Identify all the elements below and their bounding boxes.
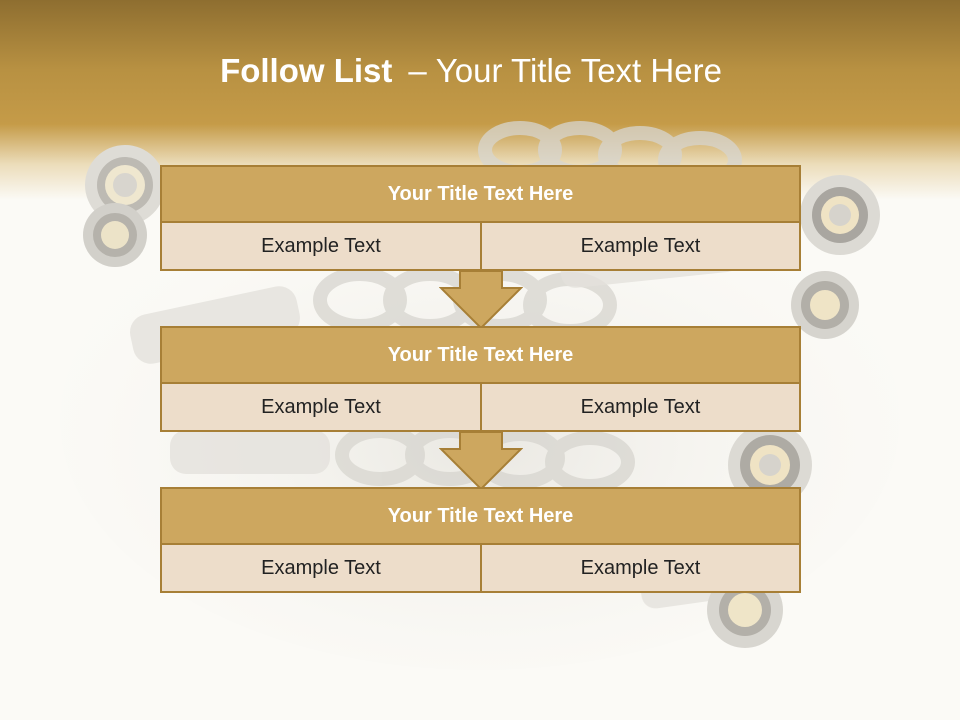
title-rest: Your Title Text Here: [435, 52, 722, 89]
down-arrow-icon: [439, 431, 523, 491]
flow-block-left-text: Example Text: [162, 545, 482, 591]
flow-block-right-text: Example Text: [580, 556, 701, 579]
slide-title: Follow List–Your Title Text Here: [0, 52, 942, 90]
down-arrow-icon: [439, 270, 523, 330]
title-bold: Follow List: [220, 52, 393, 89]
flow-block-right-text: Example Text: [580, 234, 701, 257]
flow-block-2: Your Title Text Here Example Text Exampl…: [160, 326, 801, 432]
flow-block-title: Your Title Text Here: [162, 489, 799, 545]
title-dash: –: [408, 52, 427, 89]
flow-block-left-text: Example Text: [162, 384, 482, 430]
flow-block-right-text: Example Text: [580, 395, 701, 418]
flow-block-left-text: Example Text: [162, 223, 482, 269]
flow-block-title: Your Title Text Here: [162, 328, 799, 384]
flow-block-3: Your Title Text Here Example Text Exampl…: [160, 487, 801, 593]
flow-block-1: Your Title Text Here Example Text Exampl…: [160, 165, 801, 271]
flow-block-title: Your Title Text Here: [162, 167, 799, 223]
